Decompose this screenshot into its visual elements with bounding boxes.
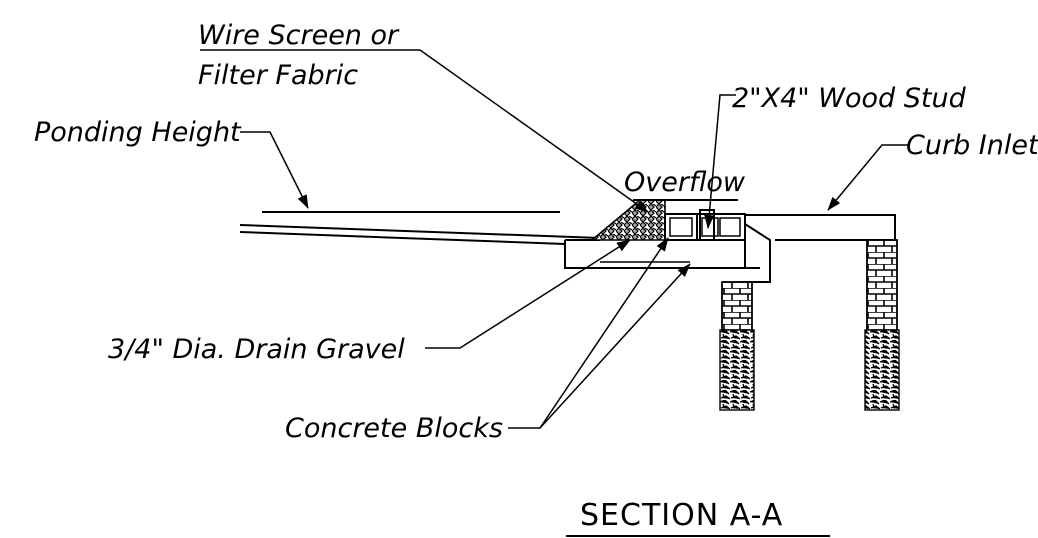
concrete-blocks xyxy=(664,213,746,241)
curb-inlet-label: Curb Inlet xyxy=(906,130,1038,161)
wire-screen-label-line1: Wire Screen or xyxy=(198,20,400,51)
left-wall-rubble xyxy=(719,329,755,411)
ponding-height-label: Ponding Height xyxy=(34,117,242,148)
section-title: SECTION A-A xyxy=(580,498,783,533)
overflow-label: Overflow xyxy=(624,167,746,198)
gutter-slab xyxy=(564,239,760,269)
road-surface xyxy=(239,224,601,245)
wire-screen-label-line2: Filter Fabric xyxy=(198,60,358,91)
leader-lines xyxy=(200,49,908,429)
right-brick-wall xyxy=(866,239,898,341)
drain-gravel-label: 3/4" Dia. Drain Gravel xyxy=(108,334,405,365)
concrete-blocks-label: Concrete Blocks xyxy=(285,413,503,444)
right-wall-rubble xyxy=(864,329,900,411)
wood-stud-label: 2"X4" Wood Stud xyxy=(732,83,967,114)
drain-gravel-mound xyxy=(589,199,666,241)
curb-inlet-slab xyxy=(742,214,896,283)
